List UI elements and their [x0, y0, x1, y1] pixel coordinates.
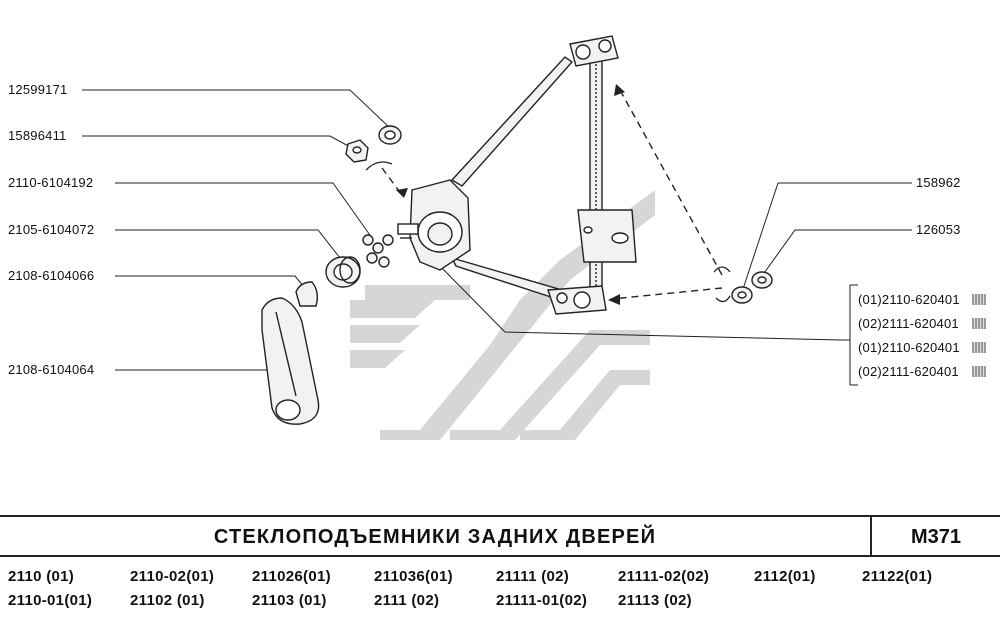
callout-variant-2: (02)2111-620401 [858, 316, 986, 331]
regulator-mechanism [397, 35, 637, 315]
page-code: М371 [910, 526, 962, 548]
right-parts [731, 271, 773, 304]
window-regulator-diagram [82, 35, 912, 440]
callout-12599171: 12599171 [8, 82, 68, 97]
model-row1-3: 211026(01) [252, 568, 331, 585]
title-bar: СТЕКЛОПОДЪЕМНИКИ ЗАДНИХ ДВЕРЕЙ М371 [0, 515, 1000, 557]
model-row1-1: 2110 (01) [8, 568, 75, 585]
callout-2110-6104192: 2110-6104192 [8, 175, 94, 190]
model-row2-1: 2110-01(01) [8, 592, 93, 609]
model-row2-4: 2111 (02) [374, 592, 440, 609]
callout-158962: 158962 [916, 175, 961, 190]
model-row1-2: 2110-02(01) [130, 568, 215, 585]
model-row2-2: 21102 (01) [130, 592, 205, 609]
model-row1-4: 211036(01) [374, 568, 453, 585]
callout-variant-1: (01)2110-620401 [858, 292, 986, 307]
callout-15896411: 15896411 [8, 128, 67, 143]
callout-2108-6104064: 2108-6104064 [8, 362, 95, 377]
callout-variant-3: (01)2110-620401 [858, 340, 986, 355]
arrow-heads [396, 84, 625, 305]
model-row1-8: 21122(01) [862, 568, 933, 585]
model-row2-3: 21103 (01) [252, 592, 327, 609]
callout-2105-6104072: 2105-6104072 [8, 222, 95, 237]
callout-126053: 126053 [916, 222, 961, 237]
model-row2-6: 21113 (02) [618, 592, 692, 609]
break-marks [365, 161, 731, 303]
model-row1-6: 21111-02(02) [618, 568, 710, 585]
model-row1-7: 2112(01) [754, 568, 816, 585]
left-parts [261, 125, 402, 425]
page-title: СТЕКЛОПОДЪЕМНИКИ ЗАДНИХ ДВЕРЕЙ [0, 517, 872, 555]
model-row1-5: 21111 (02) [496, 568, 570, 585]
callout-variant-4: (02)2111-620401 [858, 364, 986, 379]
callout-2108-6104066: 2108-6104066 [8, 268, 95, 283]
model-row2-5: 21111-01(02) [496, 592, 588, 609]
